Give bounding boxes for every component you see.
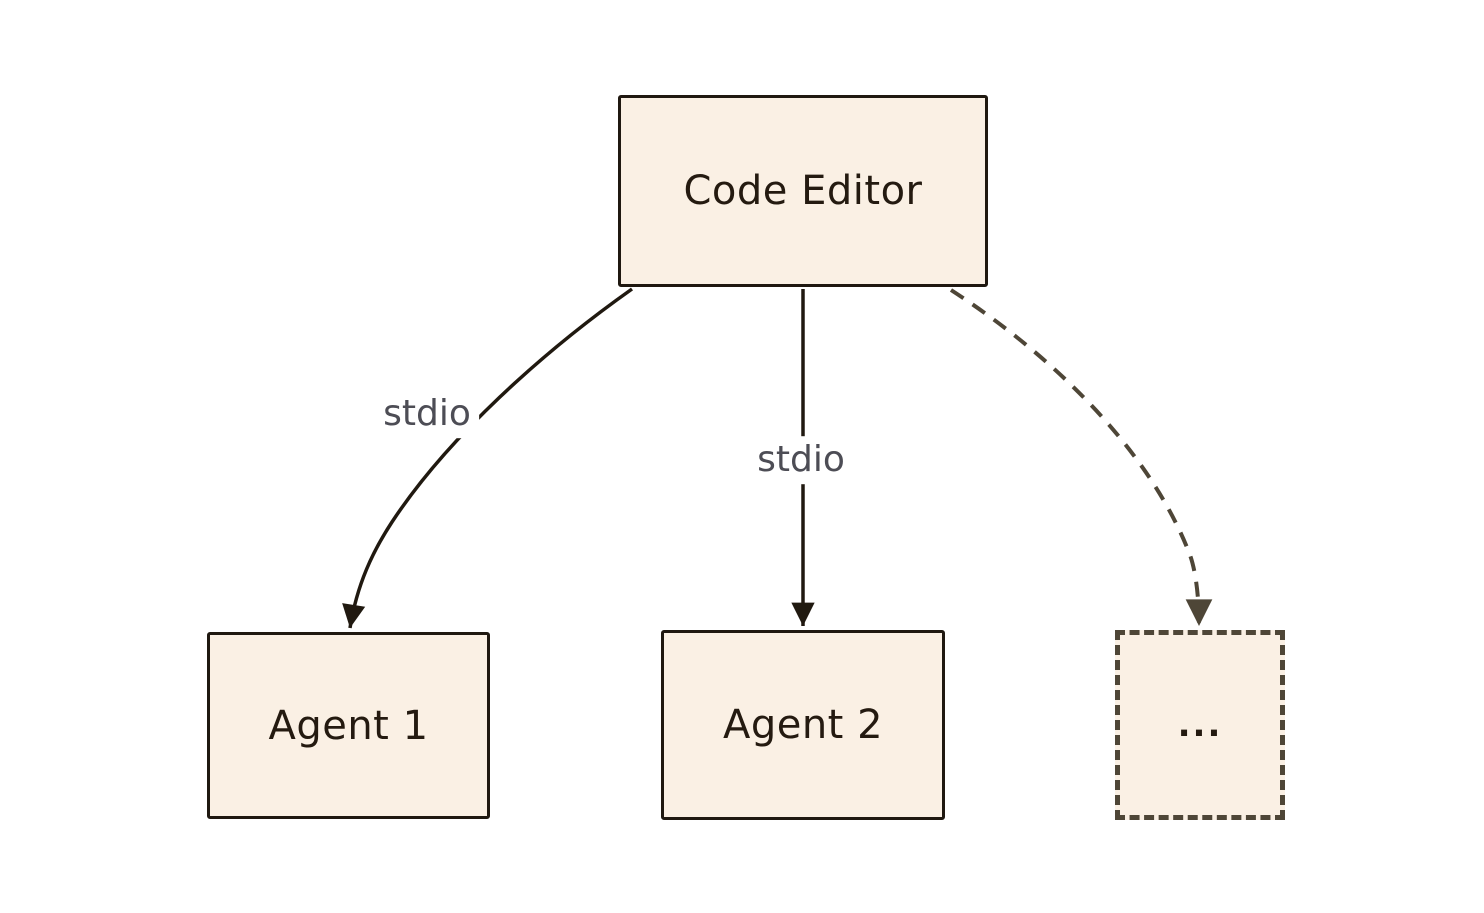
node-code-editor: Code Editor — [618, 95, 988, 287]
edge-code-editor-to-agent-1 — [342, 287, 634, 629]
node-placeholder: ... — [1115, 630, 1285, 820]
node-agent-2: Agent 2 — [661, 630, 945, 820]
node-agent-1-label: Agent 1 — [268, 702, 429, 749]
node-agent-1: Agent 1 — [207, 632, 490, 819]
node-code-editor-label: Code Editor — [683, 168, 923, 214]
edge-code-editor-to-placeholder — [949, 288, 1213, 627]
node-placeholder-label: ... — [1177, 705, 1223, 745]
node-agent-2-label: Agent 2 — [722, 702, 884, 748]
edge-label-stdio-agent-2: stdio — [749, 436, 853, 484]
edge-label-stdio-agent-1: stdio — [375, 390, 479, 438]
